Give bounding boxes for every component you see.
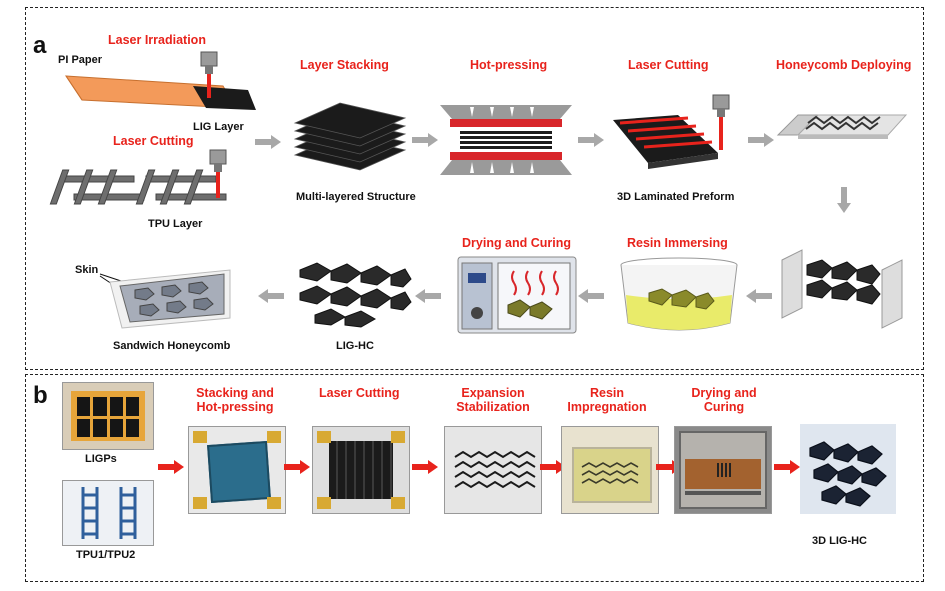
lig-hc-illustration <box>299 262 412 328</box>
red-arrow-2 <box>284 460 310 474</box>
arrow-right-2 <box>412 133 438 147</box>
label-laser-irradiation: Laser Irradiation <box>108 33 206 47</box>
label-drying-curing-b: Drying and Curing <box>674 386 774 414</box>
label-laser-cutting-preform: Laser Cutting <box>628 58 709 72</box>
panel-a <box>25 7 924 370</box>
stacking-line1: Stacking and <box>196 386 274 400</box>
pi-paper-illustration <box>65 51 256 110</box>
arrow-right-4 <box>748 133 774 147</box>
label-pi-paper: PI Paper <box>58 54 103 66</box>
expansion-line2: Stabilization <box>456 400 530 414</box>
label-stacking-hot-pressing: Stacking and Hot-pressing <box>185 386 285 414</box>
label-expansion-stabilization: Expansion Stabilization <box>443 386 543 414</box>
label-lig-layer: LIG Layer <box>193 121 244 133</box>
label-drying-curing-a: Drying and Curing <box>462 236 572 250</box>
stack-illustration <box>293 102 407 171</box>
arrow-right-1 <box>255 135 281 149</box>
label-tpu-layer: TPU Layer <box>148 218 203 230</box>
arrow-left-3 <box>415 289 441 303</box>
photo-laser-cutting <box>312 426 410 514</box>
hot-press-illustration <box>440 105 572 175</box>
sandwich-honeycomb-illustration <box>99 269 231 329</box>
label-laser-cutting-b: Laser Cutting <box>319 386 400 400</box>
resin-line1: Resin <box>589 386 625 400</box>
arrow-left-4 <box>258 289 284 303</box>
label-honeycomb-deploying: Honeycomb Deploying <box>776 58 912 72</box>
photo-resin <box>561 426 659 514</box>
label-multi-layered: Multi-layered Structure <box>296 191 416 203</box>
label-3d-lig-hc: 3D LIG-HC <box>812 535 867 547</box>
photo-stacking <box>188 426 286 514</box>
panel-a-letter: a <box>33 32 47 59</box>
tpu-layer-illustration <box>49 149 227 205</box>
drying-line1: Drying and <box>691 386 757 400</box>
red-arrow-3 <box>412 460 438 474</box>
resin-beaker-illustration <box>620 257 738 331</box>
arrow-right-3 <box>578 133 604 147</box>
panel-b-letter: b <box>33 382 48 409</box>
resin-line2: Impregnation <box>567 400 647 414</box>
label-resin-impregnation: Resin Impregnation <box>557 386 657 414</box>
drying-line2: Curing <box>703 400 745 414</box>
label-tpu: TPU1/TPU2 <box>76 549 136 561</box>
expansion-line1: Expansion <box>461 386 525 400</box>
label-lig-hc-a: LIG-HC <box>336 340 374 352</box>
photo-expansion <box>444 426 542 514</box>
label-layer-stacking: Layer Stacking <box>300 58 389 72</box>
photo-tpu <box>62 480 154 546</box>
red-arrow-1 <box>158 460 184 474</box>
deployed-honeycomb-illustration <box>781 249 903 329</box>
label-laminated-preform: 3D Laminated Preform <box>617 191 735 203</box>
arrow-down <box>837 187 851 213</box>
honeycomb-deploy-illustration <box>776 114 908 139</box>
red-arrow-6 <box>774 460 800 474</box>
label-sandwich-honeycomb: Sandwich Honeycomb <box>113 340 231 352</box>
stacking-line2: Hot-pressing <box>196 400 274 414</box>
arrow-left-2 <box>578 289 604 303</box>
laminated-preform-illustration <box>613 94 730 169</box>
photo-ligps <box>62 382 154 450</box>
oven-illustration <box>457 256 577 334</box>
label-resin-immersing: Resin Immersing <box>627 236 728 250</box>
photo-drying <box>674 426 772 514</box>
label-laser-cutting-tpu: Laser Cutting <box>113 134 194 148</box>
red-arrow-4 <box>540 460 566 474</box>
label-skin: Skin <box>75 264 99 276</box>
panel-b <box>25 374 924 582</box>
photo-3d-lig-hc <box>800 424 896 514</box>
label-hot-pressing: Hot-pressing <box>470 58 548 72</box>
arrow-left-1 <box>746 289 772 303</box>
label-ligps: LIGPs <box>85 453 117 465</box>
